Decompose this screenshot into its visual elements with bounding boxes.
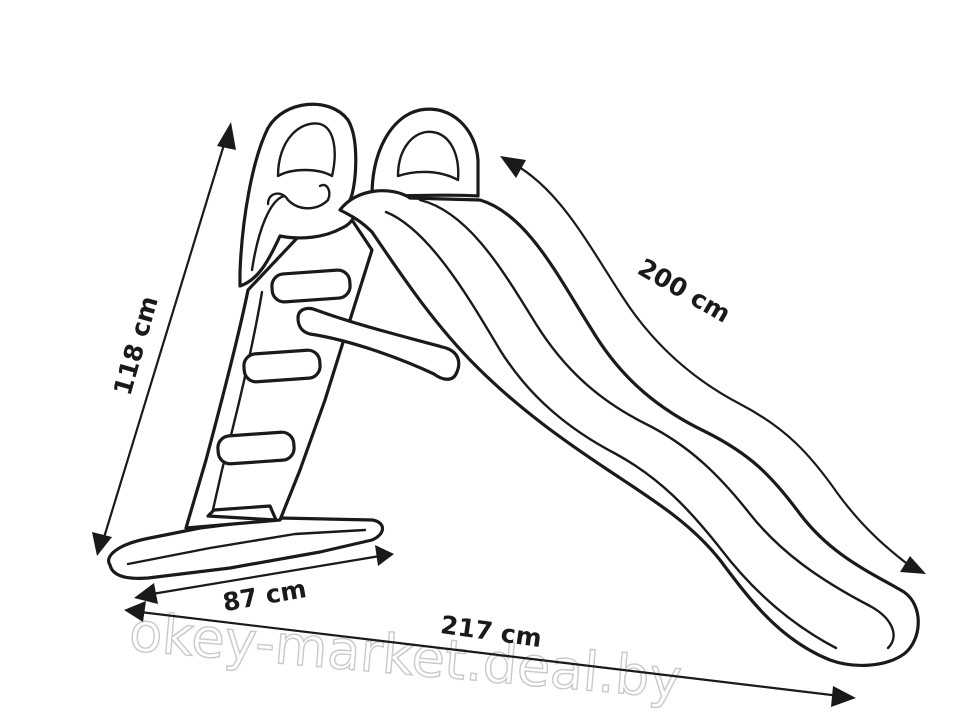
base-width-arrow-left	[134, 583, 158, 604]
height-dimension-line	[100, 136, 228, 546]
slide-length-label: 200 cm	[633, 253, 736, 329]
slide-length-dimension-line	[512, 162, 912, 568]
slide-base-inner	[126, 528, 367, 566]
ladder-bottom-step	[206, 504, 278, 522]
height-arrow-bottom	[92, 532, 112, 556]
left-panel-edge	[250, 194, 286, 272]
slide-base	[107, 516, 385, 580]
total-length-arrow-right	[831, 686, 856, 707]
slide-chute-inner-left	[384, 210, 838, 650]
left-handle-grip	[266, 183, 331, 210]
support-bar	[296, 306, 461, 381]
total-length-arrow-left	[124, 601, 146, 622]
total-length-dimension-line	[138, 610, 842, 698]
dimension-base-width: 87 cm	[134, 545, 394, 617]
height-label: 118 cm	[108, 293, 164, 399]
left-handle-hole	[276, 122, 336, 178]
slide-chute-inner-right	[418, 198, 872, 608]
watermark-text: okey-market.deal.by	[127, 600, 684, 711]
right-side-panel	[370, 107, 480, 198]
slide-chute	[338, 189, 920, 667]
ladder-step-3	[216, 430, 296, 466]
left-side-panel	[238, 102, 358, 288]
right-handle-hole	[396, 130, 460, 182]
slide-length-arrow-top	[500, 156, 526, 178]
slide-illustration	[107, 102, 920, 667]
slide-chute-lip	[868, 604, 895, 650]
base-width-dimension-line	[150, 554, 382, 596]
slide-length-arrow-bottom	[900, 556, 926, 574]
height-arrow-top	[217, 122, 236, 150]
ladder-step-1	[270, 268, 352, 304]
base-width-arrow-right	[375, 545, 394, 566]
ladder-step-2	[242, 348, 322, 384]
